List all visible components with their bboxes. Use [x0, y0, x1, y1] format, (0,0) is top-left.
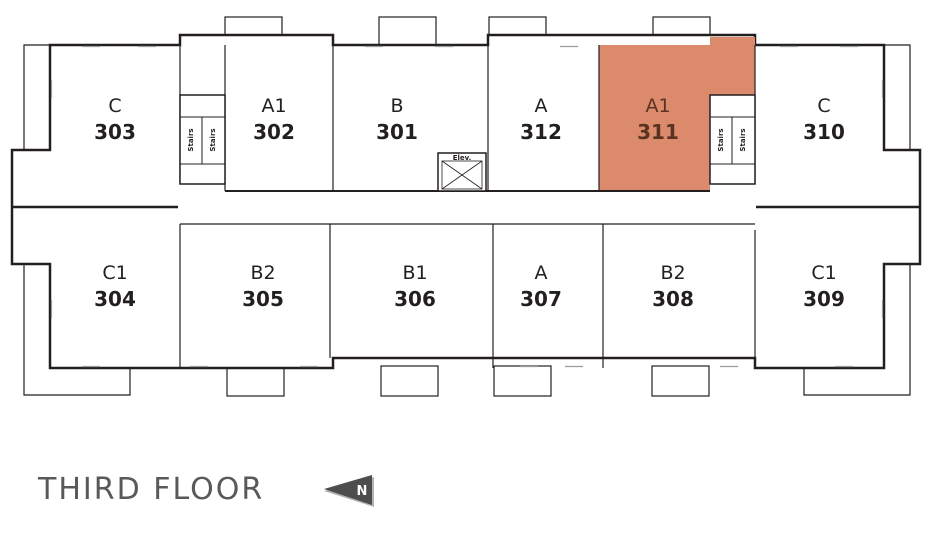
- unit-312[interactable]: A 312: [520, 95, 562, 144]
- balcony-310: [884, 44, 911, 151]
- unit-304[interactable]: C1 304: [94, 262, 136, 311]
- unit-311-highlight[interactable]: [599, 37, 755, 191]
- stairs-label-left-1: Stairs: [187, 128, 195, 151]
- stairs-right: Stairs Stairs: [709, 94, 756, 185]
- unit-308[interactable]: B2 308: [652, 262, 694, 311]
- unit-type-label: C1: [811, 262, 836, 284]
- unit-type-label: A: [535, 95, 548, 117]
- unit-301[interactable]: B 301: [376, 95, 418, 144]
- unit-type-label: B1: [402, 262, 427, 284]
- unit-307[interactable]: A 307: [520, 262, 562, 311]
- unit-number-label: 310: [803, 120, 845, 144]
- unit-number-label: 302: [253, 120, 295, 144]
- elevator: Elev.: [437, 152, 487, 192]
- unit-type-label: C: [817, 95, 830, 117]
- unit-type-label: C: [108, 95, 121, 117]
- floor-title: THIRD FLOOR: [38, 472, 265, 507]
- unit-type-label: B2: [250, 262, 275, 284]
- unit-311[interactable]: A1 311: [637, 95, 679, 144]
- balcony-307: [493, 365, 552, 397]
- unit-310[interactable]: C 310: [803, 95, 845, 144]
- unit-number-label: 305: [242, 287, 284, 311]
- balcony-301: [378, 16, 437, 48]
- balcony-303: [23, 44, 50, 151]
- unit-number-label: 309: [803, 287, 845, 311]
- window-marks: [50, 45, 884, 368]
- stairs-left: Stairs Stairs: [179, 94, 226, 185]
- unit-number-label: 303: [94, 120, 136, 144]
- unit-number-label: 307: [520, 287, 562, 311]
- elevator-label: Elev.: [453, 154, 472, 162]
- stairs-label-left-2: Stairs: [209, 128, 217, 151]
- unit-type-label: A1: [645, 95, 670, 117]
- stairs-label-right-2: Stairs: [739, 128, 747, 151]
- unit-type-label: B: [390, 95, 403, 117]
- building-outline: [10, 33, 922, 370]
- balcony-308: [651, 365, 710, 397]
- balcony-306: [380, 365, 439, 397]
- unit-labels: C 303 A1 302 B 301 A 312 A1 311 C 310 C1…: [94, 95, 845, 311]
- unit-number-label: 306: [394, 287, 436, 311]
- unit-number-label: 311: [637, 120, 679, 144]
- unit-number-label: 301: [376, 120, 418, 144]
- balcony-305: [226, 365, 285, 397]
- unit-305[interactable]: B2 305: [242, 262, 284, 311]
- unit-number-label: 304: [94, 287, 136, 311]
- unit-number-label: 308: [652, 287, 694, 311]
- unit-type-label: A: [535, 262, 548, 284]
- floor-plan: Stairs Stairs Stairs Stairs Elev. C 303: [10, 16, 922, 397]
- unit-309[interactable]: C1 309: [803, 262, 845, 311]
- north-label: N: [357, 484, 368, 499]
- unit-306[interactable]: B1 306: [394, 262, 436, 311]
- unit-number-label: 312: [520, 120, 562, 144]
- unit-302[interactable]: A1 302: [253, 95, 295, 144]
- unit-type-label: A1: [261, 95, 286, 117]
- unit-type-label: C1: [102, 262, 127, 284]
- stairs-label-right-1: Stairs: [717, 128, 725, 151]
- unit-303[interactable]: C 303: [94, 95, 136, 144]
- unit-type-label: B2: [660, 262, 685, 284]
- north-arrow-icon: N: [324, 475, 374, 507]
